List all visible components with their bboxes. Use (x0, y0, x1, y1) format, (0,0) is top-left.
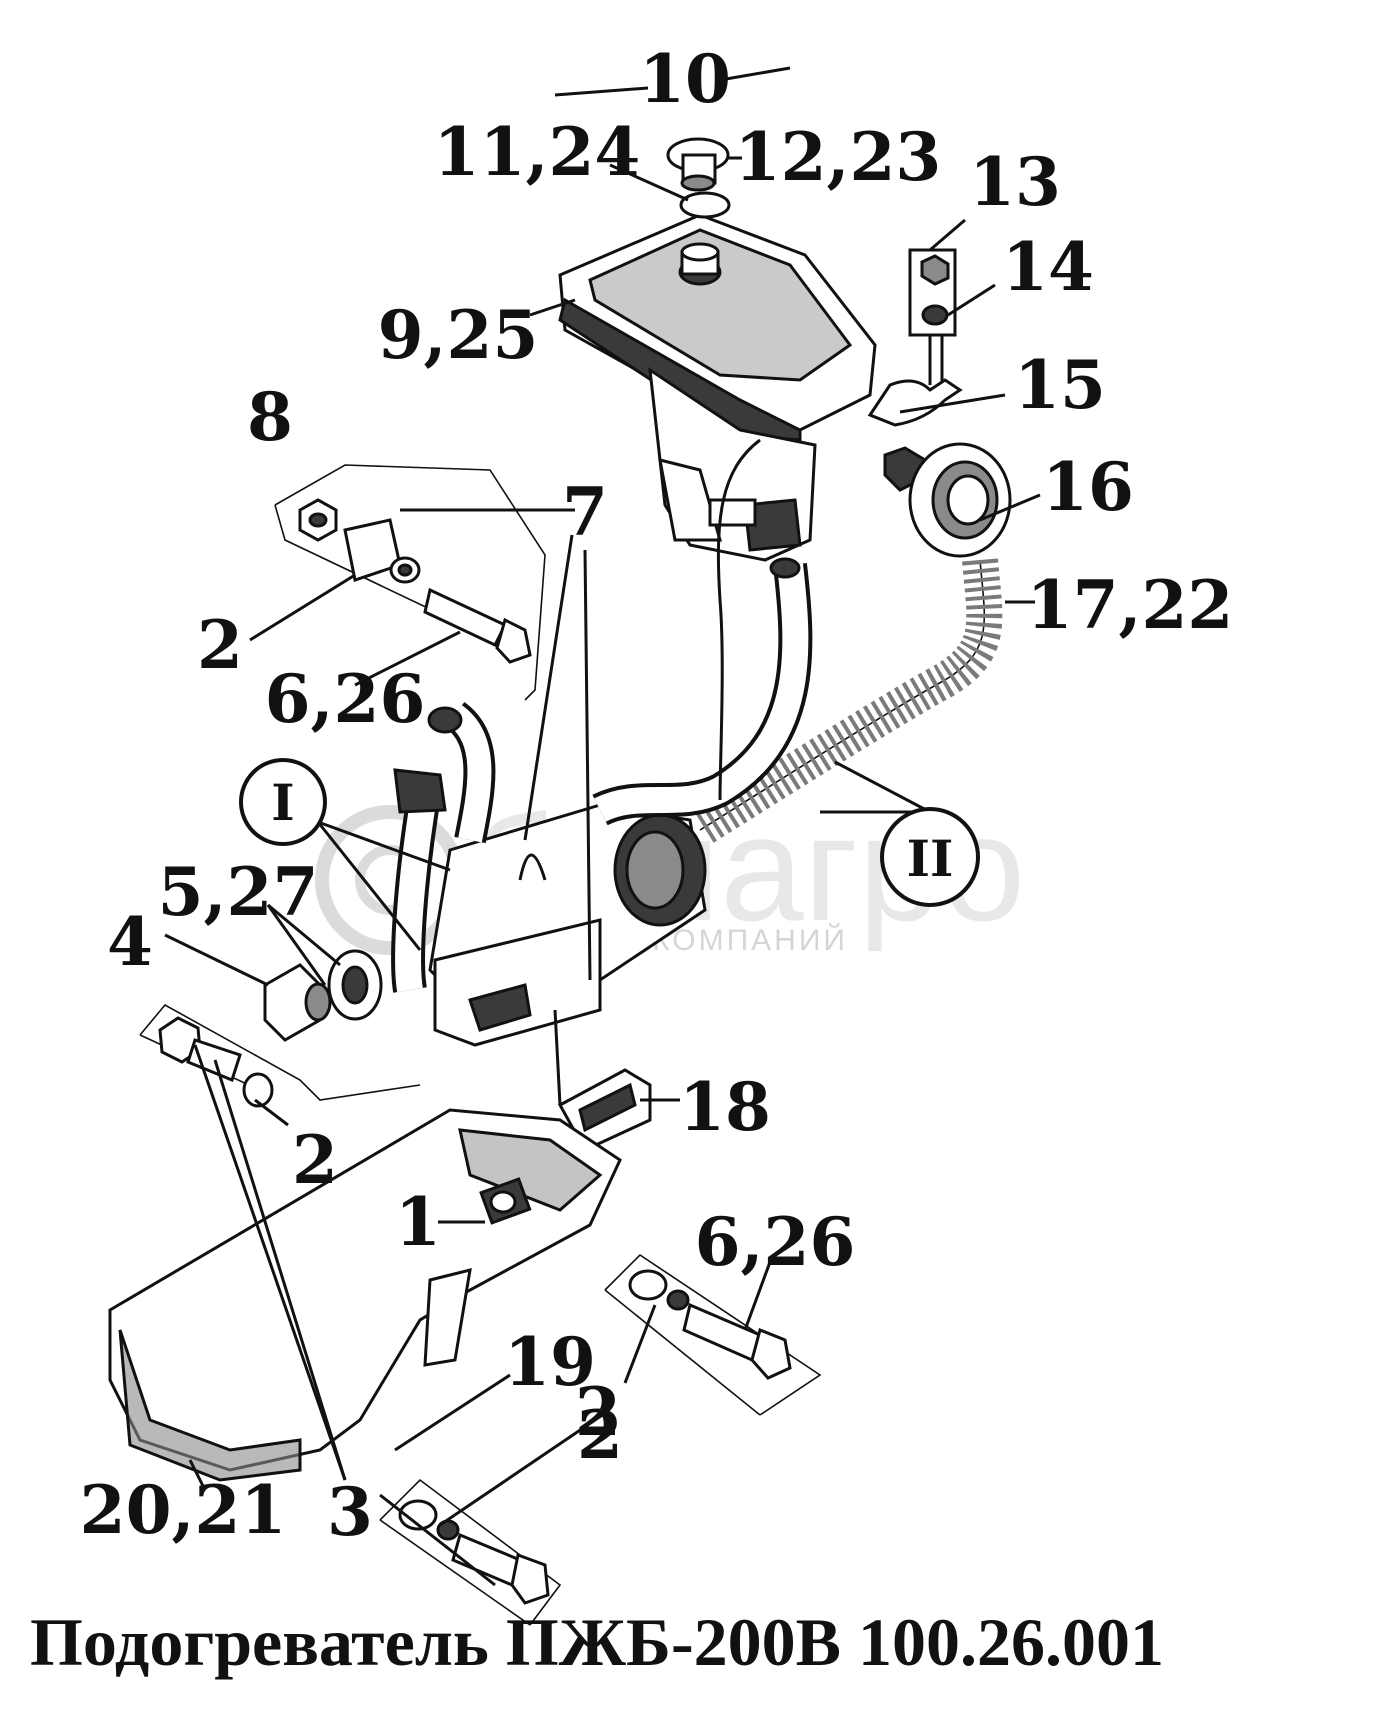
callout-10: 10 (639, 40, 731, 118)
callout-7: 7 (562, 473, 608, 551)
callout-15: 15 (1014, 346, 1106, 424)
callout-12-23: 12,23 (735, 118, 942, 196)
callout-19: 19 (504, 1323, 596, 1401)
callout-2-bottom: 2 (575, 1373, 621, 1451)
callout-6-26-bottom: 6,26 (695, 1203, 856, 1281)
electric-connector (553, 1009, 652, 1152)
leader-lines (164, 66, 1041, 1587)
callout-1: 1 (395, 1183, 441, 1261)
callout-18: 18 (679, 1068, 771, 1146)
callout-6-26-top: 6,26 (265, 660, 426, 738)
callout-14: 14 (1002, 228, 1094, 306)
callout-3: 3 (327, 1473, 373, 1551)
callout-labels: 10 11,24 12,23 13 14 9,25 15 8 16 7 17,2… (80, 40, 1234, 1551)
callout-9-25: 9,25 (378, 296, 539, 374)
callout-11-24: 11,24 (434, 113, 641, 191)
view-label-I: I (271, 773, 294, 832)
heater-body (428, 803, 707, 1047)
side-fittings (263, 949, 383, 1042)
callout-17-22: 17,22 (1027, 566, 1234, 644)
callout-5-27: 5,27 (158, 853, 319, 931)
view-marker-I: I (239, 758, 327, 846)
expansion-tank (558, 213, 877, 562)
top-left-fastener-kit (274, 464, 546, 701)
view-marker-II: II (880, 807, 980, 907)
left-fastener-kit (139, 1003, 421, 1108)
callout-13: 13 (969, 143, 1061, 221)
callout-16: 16 (1042, 448, 1134, 526)
callout-2-mid: 2 (577, 1396, 623, 1474)
callout-4: 4 (107, 903, 153, 981)
callout-2-low: 2 (292, 1121, 338, 1199)
bottom-right-fastener-kit (604, 1253, 822, 1416)
mounting-bracket (108, 1108, 622, 1482)
view-label-II: II (907, 829, 954, 888)
callout-2-top: 2 (197, 606, 243, 684)
diagram-caption: Подогреватель ПЖБ-200В 100.26.001 (30, 1604, 1164, 1680)
callout-20-21: 20,21 (80, 1471, 287, 1549)
tank-bracket (867, 248, 963, 427)
filler-cap (666, 137, 731, 286)
pump-and-hose (690, 442, 1012, 846)
callout-8: 8 (247, 378, 293, 456)
coolant-pipes (391, 438, 813, 993)
